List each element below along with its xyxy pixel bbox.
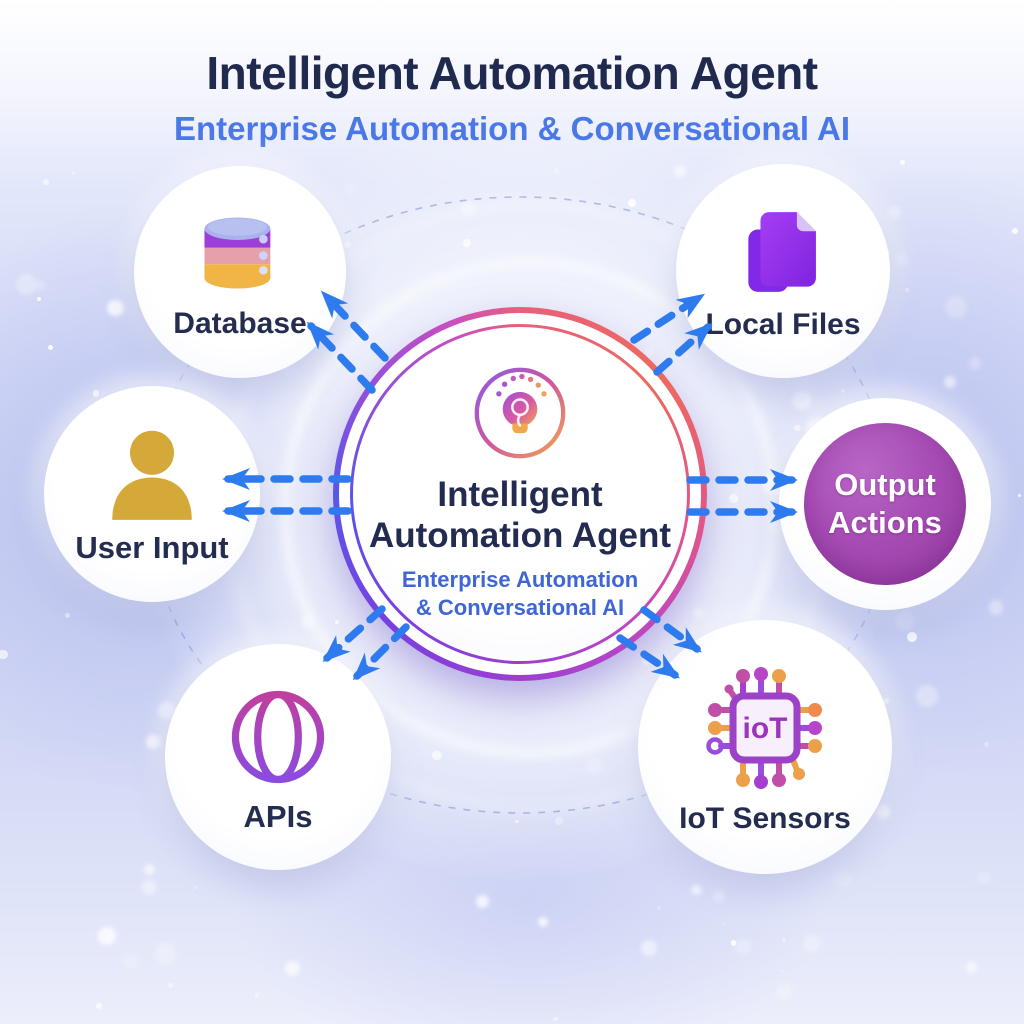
node-iot-sensors: ioT IoT Sensors [638, 620, 892, 874]
agent-node: Intelligent Automation Agent Enterprise … [333, 307, 707, 681]
page-subtitle: Enterprise Automation & Conversational A… [174, 110, 850, 147]
node-output-actions: Output Actions [779, 398, 991, 610]
lightbulb-icon [472, 365, 568, 466]
chip-icon: ioT [706, 667, 822, 789]
agent-subtitle: Enterprise Automation & Conversational A… [402, 566, 638, 623]
agent-subtitle-line2: & Conversational AI [415, 595, 625, 621]
node-label-line1: Output [834, 467, 936, 503]
globe-icon [231, 690, 325, 784]
agent-subtitle-line1: Enterprise Automation [401, 566, 639, 592]
agent-inner-ring: Intelligent Automation Agent Enterprise … [350, 324, 690, 664]
node-label: User Input [75, 530, 229, 565]
agent-node-content: Intelligent Automation Agent Enterprise … [353, 327, 687, 661]
header: Intelligent Automation Agent Enterprise … [0, 0, 1024, 148]
node-user-input: User Input [44, 386, 260, 602]
database-icon [204, 217, 271, 289]
page-title: Intelligent Automation Agent [206, 47, 818, 99]
node-label: APIs [243, 799, 313, 834]
person-icon [112, 430, 192, 520]
node-label-line2: Actions [828, 505, 942, 540]
node-local-files: Local Files [676, 164, 890, 378]
node-database: Database [134, 166, 346, 378]
agent-title-line2: Automation Agent [369, 516, 671, 556]
agent-title-line1: Intelligent [437, 475, 603, 515]
output-actions-disc: Output Actions [804, 423, 966, 585]
chip-text: ioT [743, 712, 788, 745]
node-label: IoT Sensors [679, 802, 851, 835]
node-label: Local Files [705, 308, 861, 341]
node-label: Database [173, 307, 307, 340]
agent-ring-gap: Intelligent Automation Agent Enterprise … [339, 313, 701, 675]
node-apis: APIs [165, 644, 391, 870]
documents-icon [748, 212, 816, 292]
